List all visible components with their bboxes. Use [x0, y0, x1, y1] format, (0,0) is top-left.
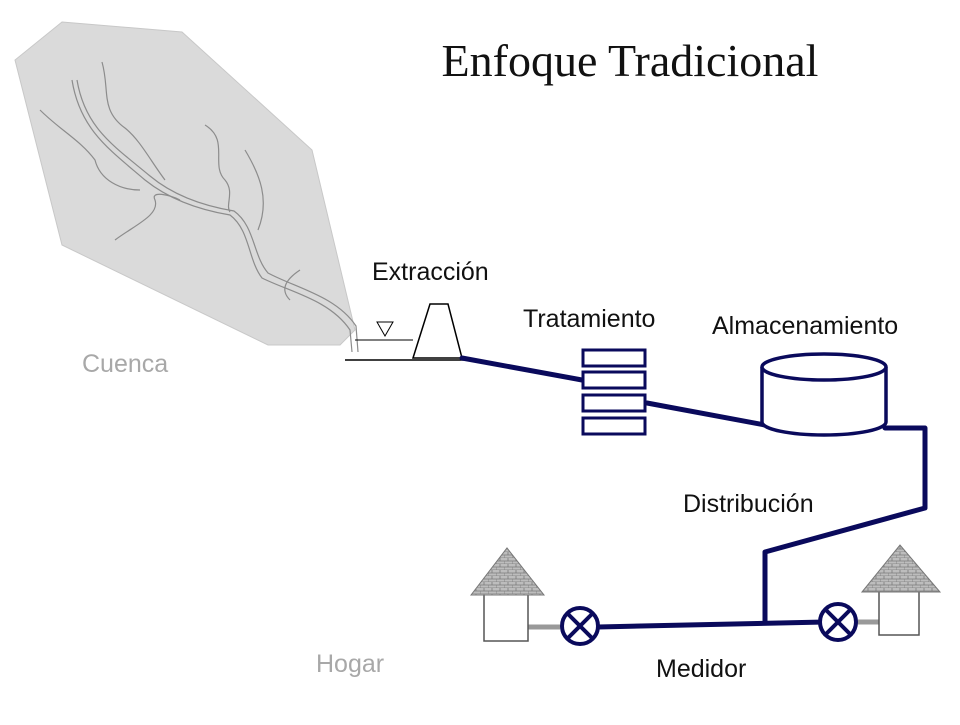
- pipe-main-line: [595, 619, 828, 630]
- treatment-unit: [581, 393, 647, 413]
- pipe-treatment-to-storage: [644, 400, 768, 428]
- roof-icon: [469, 547, 546, 596]
- storage-tank: [760, 352, 888, 437]
- house-left: [469, 547, 560, 642]
- meter-left: [560, 606, 600, 646]
- pipe-intake-to-treatment: [459, 355, 585, 383]
- river-network: [39, 61, 359, 353]
- treatment-unit: [581, 416, 647, 436]
- label-extraccion: Extracción: [372, 258, 489, 286]
- house-right: [855, 544, 942, 636]
- water-level-icon: [376, 321, 394, 338]
- label-cuenca: Cuenca: [82, 350, 169, 378]
- roof-icon: [860, 544, 942, 593]
- label-distribucion: Distribución: [683, 490, 814, 518]
- meter-right: [818, 602, 858, 642]
- label-tratamiento: Tratamiento: [523, 305, 656, 333]
- house-body: [878, 586, 920, 636]
- treatment-units: [581, 348, 647, 436]
- pipe-distribution: [762, 425, 928, 625]
- page-title: Enfoque Tradicional: [441, 35, 819, 86]
- treatment-unit: [581, 370, 647, 390]
- label-almacenamiento: Almacenamiento: [712, 312, 899, 340]
- house-body: [483, 592, 529, 642]
- label-hogar: Hogar: [316, 650, 385, 678]
- intake-structure: [411, 303, 463, 359]
- watershed-area: [14, 21, 356, 346]
- extraction-intake: [345, 303, 465, 361]
- treatment-unit: [581, 348, 647, 368]
- label-medidor: Medidor: [656, 655, 747, 683]
